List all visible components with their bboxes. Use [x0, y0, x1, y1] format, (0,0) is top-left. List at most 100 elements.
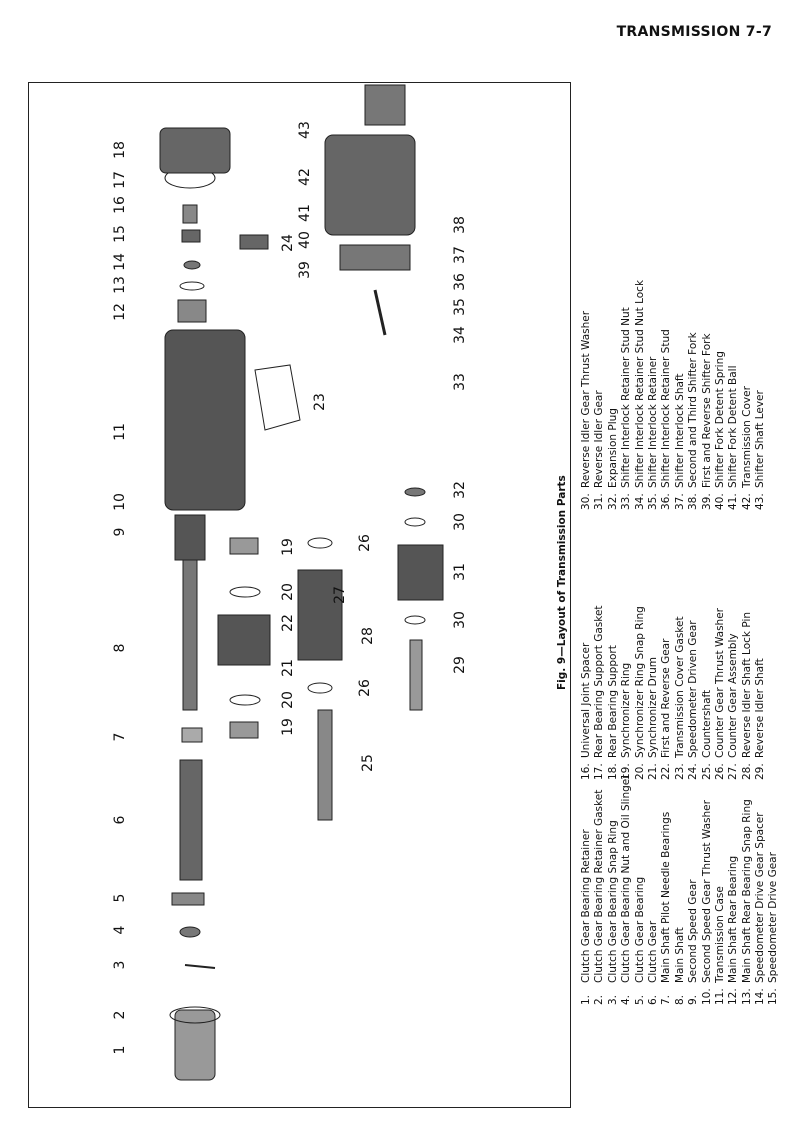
callout: 22 — [280, 614, 296, 632]
legend-item: 29.Reverse Idler Shaft — [754, 605, 767, 780]
legend-item: 25. Countershaft — [701, 605, 714, 780]
callout: 23 — [312, 393, 328, 411]
callout: 7 — [112, 732, 128, 742]
legend-number: 15. — [767, 988, 780, 1005]
callout: 27 — [332, 586, 348, 604]
legend-number: 42. — [740, 493, 753, 510]
callout: 20 — [280, 691, 296, 709]
part-cover-gasket — [254, 364, 301, 431]
part-rear-bearing — [177, 299, 207, 323]
callout: 14 — [112, 253, 128, 271]
legend-item: 15.Speedometer Drive Gear — [767, 774, 780, 1005]
legend-label: Reverse Idler Shaft Lock Pin — [740, 611, 753, 758]
legend-item: 34.Shifter Interlock Retainer Stud Nut L… — [634, 280, 647, 510]
legend-item: 39.First and Reverse Shifter Fork — [701, 280, 714, 510]
legend-item: 27.Counter Gear Assembly — [727, 605, 740, 780]
parts-legend: Fig. 9—Layout of Transmission Parts 1. Cl… — [556, 255, 779, 1005]
legend-item: 5.Clutch Gear Bearing — [634, 774, 647, 1005]
part-speedo-driven-gear — [239, 234, 269, 250]
legend-label: Transmission Cover Gasket — [673, 616, 686, 758]
legend-number: 9. — [687, 994, 700, 1005]
legend-number: 25. — [700, 763, 713, 780]
part-transmission-case — [164, 329, 246, 511]
legend-label: Expansion Plug — [606, 408, 619, 488]
part-reverse-idler-shaft — [409, 639, 423, 711]
legend-label: Countershaft — [700, 689, 713, 758]
legend-number: 8. — [673, 994, 686, 1005]
legend-item: 35.Shifter Interlock Retainer — [647, 280, 660, 510]
legend-number: 1. — [580, 994, 592, 1005]
legend-label: Universal Joint Spacer — [580, 642, 592, 758]
callout: 30 — [452, 611, 468, 629]
legend-label: Speedometer Driven Gear — [687, 620, 700, 758]
legend-number: 23. — [673, 763, 686, 780]
legend-number: 14. — [754, 988, 767, 1005]
legend-item: 36.Shifter Interlock Retainer Stud — [660, 280, 673, 510]
legend-label: Synchronizer Ring — [620, 662, 633, 758]
legend-item: 38.Second and Third Shifter Fork — [687, 280, 700, 510]
callout: 26 — [357, 679, 373, 697]
legend-label: Shifter Interlock Retainer Stud Nut — [620, 307, 633, 488]
legend-number: 3. — [606, 994, 619, 1005]
part-ujoint-spacer — [182, 204, 198, 224]
legend-item: 20. Synchronizer Ring Snap Ring — [634, 605, 647, 780]
callout: 3 — [112, 960, 128, 970]
legend-number: 34. — [633, 493, 646, 510]
legend-number: 32. — [606, 493, 619, 510]
legend-label: Shifter Fork Detent Ball — [727, 365, 740, 488]
legend-label: Transmission Cover — [740, 386, 753, 488]
legend-number: 13. — [740, 988, 753, 1005]
legend-label: Clutch Gear Bearing Snap Ring — [606, 820, 619, 983]
legend-number: 21. — [646, 763, 659, 780]
legend-label: Synchronizer Ring Snap Ring — [633, 606, 646, 758]
callout: 6 — [112, 815, 128, 825]
legend-number: 40. — [713, 493, 726, 510]
legend-number: 5. — [633, 994, 646, 1005]
legend-label: First and Reverse Shifter Fork — [700, 333, 713, 488]
figure-caption: Fig. 9—Layout of Transmission Parts — [556, 475, 568, 690]
legend-number: 38. — [687, 493, 700, 510]
callout: 20 — [280, 583, 296, 601]
callout: 36 — [452, 273, 468, 291]
legend-item: 17.Rear Bearing Support Gasket — [593, 605, 606, 780]
callout: 1 — [112, 1045, 128, 1055]
legend-item: 14.Speedometer Drive Gear Spacer — [754, 774, 767, 1005]
legend-item: 16.Universal Joint Spacer — [580, 605, 593, 780]
part-second-gear — [174, 514, 206, 561]
legend-label: Clutch Gear Bearing Nut and Oil Slinger — [620, 774, 633, 983]
callout: 41 — [297, 204, 313, 222]
callout: 5 — [112, 893, 128, 903]
callout: 33 — [452, 373, 468, 391]
callout: 30 — [452, 513, 468, 531]
legend-number: 33. — [620, 493, 633, 510]
part-reverse-idler-gear — [397, 544, 444, 601]
legend-number: 6. — [646, 994, 659, 1005]
callout: 15 — [112, 225, 128, 243]
callout: 38 — [452, 216, 468, 234]
legend-number: 4. — [620, 994, 633, 1005]
legend-number: 7. — [660, 994, 673, 1005]
legend-item: 37.Shifter Interlock Shaft — [674, 280, 687, 510]
callout: 25 — [360, 754, 376, 772]
legend-item: 30.Reverse Idler Gear Thrust Washer — [580, 280, 593, 510]
legend-item: 42. Transmission Cover — [741, 280, 754, 510]
legend-item: 26.Counter Gear Thrust Washer — [714, 605, 727, 780]
callout: 19 — [280, 718, 296, 736]
callout: 2 — [112, 1010, 128, 1020]
legend-item: 18.Rear Bearing Support — [607, 605, 620, 780]
legend-item: 12.Main Shaft Rear Bearing — [727, 774, 740, 1005]
legend-label: Reverse Idler Gear Thrust Washer — [580, 310, 592, 488]
legend-item: 9.Second Speed Gear — [687, 774, 700, 1005]
callout: 31 — [452, 563, 468, 581]
legend-number: 12. — [727, 988, 740, 1005]
legend-item: 2.Clutch Gear Bearing Retainer Gasket — [593, 774, 606, 1005]
legend-number: 20. — [633, 763, 646, 780]
part-main-shaft — [182, 559, 198, 711]
legend-number: 11. — [713, 988, 726, 1005]
legend-number: 2. — [593, 994, 606, 1005]
legend-number: 10. — [700, 988, 713, 1005]
legend-item: 22.First and Reverse Gear — [660, 605, 673, 780]
callout: 13 — [112, 276, 128, 294]
